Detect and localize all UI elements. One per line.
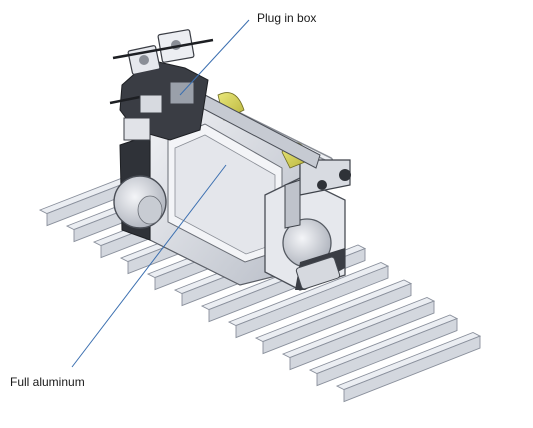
leader-line-plug-in-box <box>179 19 250 96</box>
callout-plug-in-box: Plug in box <box>257 11 317 25</box>
rail-slat-side <box>262 282 412 355</box>
rail-slat-side <box>343 335 481 403</box>
machine-body <box>113 92 351 291</box>
leader-line-full-aluminum <box>71 164 227 368</box>
rail-slat-side <box>316 317 458 387</box>
rail-slat-side <box>289 300 435 371</box>
callout-full-aluminum: Full aluminum <box>10 375 85 389</box>
rail-slat-side <box>235 265 389 339</box>
plug-in-box-assembly <box>109 29 214 141</box>
